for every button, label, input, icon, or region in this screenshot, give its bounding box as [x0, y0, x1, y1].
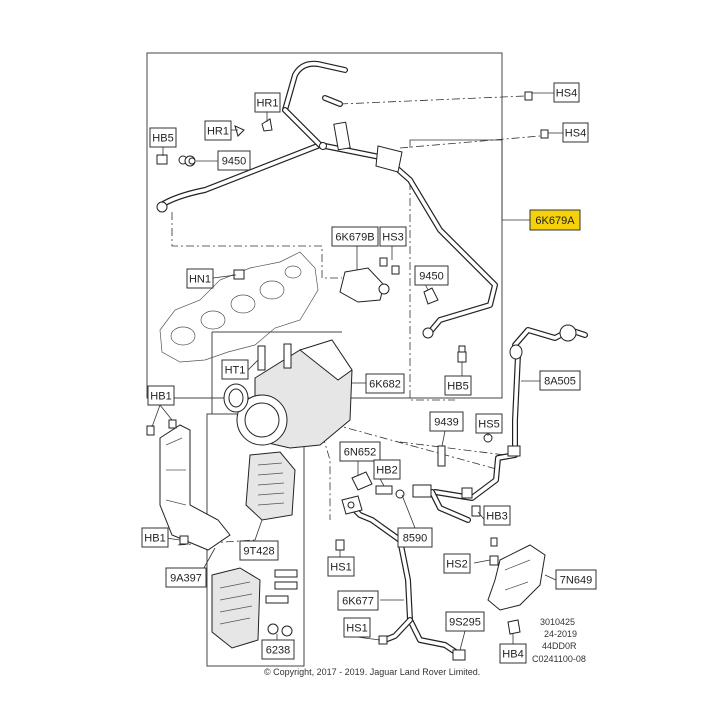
label-9439: 9439 — [434, 417, 458, 429]
callout-9450-upper: 9450 — [217, 150, 251, 171]
callout-hs1-upper: HS1 — [327, 556, 355, 577]
support-bracket-b — [339, 257, 400, 303]
label-hs2: HS2 — [446, 559, 467, 571]
callout-hb1-upper: HB1 — [147, 385, 175, 406]
callout-hn1: HN1 — [186, 268, 214, 289]
label-6k682: 6K682 — [369, 379, 401, 391]
callout-hb5-upper: HB5 — [149, 127, 177, 148]
callout-6k679a: 6K679A — [529, 209, 581, 231]
label-6k679b: 6K679B — [335, 232, 374, 244]
label-hs5: HS5 — [478, 419, 499, 431]
label-hb5-upper: HB5 — [152, 133, 173, 145]
heat-shield-left — [146, 419, 231, 551]
label-hr1-upper: HR1 — [256, 98, 278, 110]
label-hs4-lower: HS4 — [565, 128, 586, 140]
label-7n649: 7N649 — [560, 575, 592, 587]
callout-9t428: 9T428 — [239, 540, 279, 561]
label-8a505: 8A505 — [544, 376, 576, 388]
label-hn1: HN1 — [189, 274, 211, 286]
label-6k679a: 6K679A — [535, 215, 575, 227]
actuator-kit — [211, 567, 298, 649]
callout-9439: 9439 — [429, 411, 464, 432]
reference-codes: 3010425 24-2019 44DD0R C0241100-08 — [532, 617, 586, 664]
label-9t428: 9T428 — [243, 546, 274, 558]
label-hb1-lower: HB1 — [144, 533, 165, 545]
label-hb1-upper: HB1 — [150, 391, 171, 403]
callout-hb1-lower: HB1 — [141, 527, 169, 548]
label-hb4: HB4 — [502, 649, 523, 661]
callout-hb5-lower: HB5 — [444, 375, 472, 396]
label-6238: 6238 — [266, 645, 290, 657]
label-hb5-lower: HB5 — [447, 381, 468, 393]
callout-hs4-upper: HS4 — [553, 82, 580, 103]
label-6n652: 6N652 — [344, 447, 376, 459]
callout-hs5: HS5 — [475, 413, 503, 434]
callout-8590: 8590 — [397, 527, 433, 548]
callout-6k679b: 6K679B — [331, 226, 379, 247]
label-6k677: 6K677 — [342, 596, 374, 608]
callout-8a505: 8A505 — [539, 370, 581, 391]
upper-hardware — [156, 91, 549, 363]
label-9s295: 9S295 — [449, 617, 481, 629]
label-9a397: 9A397 — [170, 573, 202, 585]
callout-ht1: HT1 — [221, 359, 249, 380]
label-8590: 8590 — [403, 533, 427, 545]
label-hb3: HB3 — [486, 511, 507, 523]
ref-code-1: 3010425 — [540, 617, 575, 627]
label-hs3: HS3 — [382, 232, 403, 244]
callout-hs1-lower: HS1 — [343, 617, 371, 638]
turbocharger — [223, 339, 353, 521]
callout-hb3: HB3 — [483, 505, 511, 526]
callout-9a397: 9A397 — [165, 567, 207, 588]
label-9450-lower: 9450 — [419, 271, 443, 283]
oil-return-pipe — [412, 324, 588, 523]
label-ht1: HT1 — [225, 365, 246, 377]
callout-6k677: 6K677 — [337, 590, 379, 611]
lower-pipe — [335, 471, 521, 661]
callout-7n649: 7N649 — [555, 569, 597, 590]
callout-hr1-lower: HR1 — [204, 120, 232, 141]
callout-hs3: HS3 — [379, 226, 407, 247]
support-bracket-right — [487, 544, 546, 611]
callout-hr1-upper: HR1 — [254, 92, 281, 113]
copyright-notice: © Copyright, 2017 - 2019. Jaguar Land Ro… — [264, 667, 480, 677]
oil-feed-pipe — [156, 60, 498, 339]
ref-code-2: 24-2019 — [544, 629, 577, 639]
label-hs4-upper: HS4 — [556, 88, 577, 100]
exhaust-manifold — [159, 251, 319, 363]
ref-code-4: C0241100-08 — [532, 654, 586, 664]
label-hs1-lower: HS1 — [346, 623, 367, 635]
callout-6k682: 6K682 — [365, 373, 405, 394]
callout-hs2: HS2 — [443, 553, 471, 574]
label-hr1-lower: HR1 — [207, 126, 229, 138]
label-9450-upper: 9450 — [222, 156, 246, 168]
ref-code-3: 44DD0R — [542, 641, 577, 651]
callout-9s295: 9S295 — [445, 611, 485, 632]
callout-hb4: HB4 — [499, 643, 527, 664]
callout-6n652: 6N652 — [339, 441, 381, 462]
callout-hb2: HB2 — [373, 459, 401, 480]
label-hs1-upper: HS1 — [330, 562, 351, 574]
callout-hs4-lower: HS4 — [562, 122, 589, 143]
label-hb2: HB2 — [376, 465, 397, 477]
callout-9450-lower: 9450 — [414, 265, 449, 286]
callout-6238: 6238 — [261, 639, 295, 660]
